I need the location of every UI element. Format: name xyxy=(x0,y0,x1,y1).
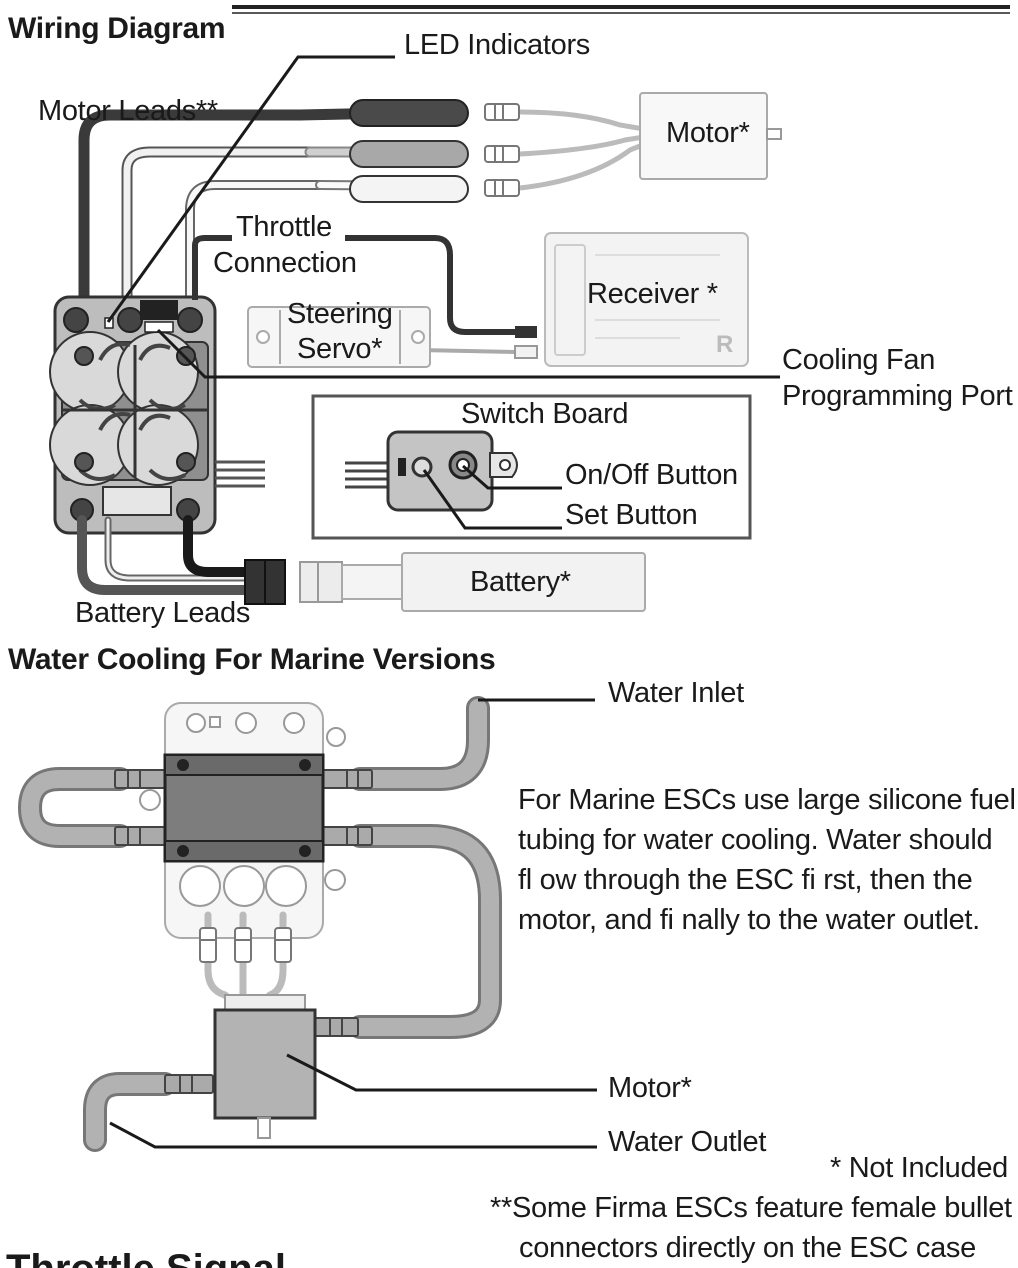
wiring-leader-lines xyxy=(106,55,780,530)
tube-fittings xyxy=(114,769,373,1094)
label-battery: Battery* xyxy=(470,566,571,598)
motor-lead-sleeve-grey xyxy=(349,140,469,168)
wiring-diagram-title: Wiring Diagram xyxy=(8,12,226,45)
cooling-plate xyxy=(163,753,325,863)
marine-bullets xyxy=(199,927,292,963)
description-line: tubing for water cooling. Water should xyxy=(518,824,993,856)
label-set-button: Set Button xyxy=(565,499,698,531)
steering-plug xyxy=(514,345,538,359)
motor-wires xyxy=(519,109,651,191)
label-led-indicators: LED Indicators xyxy=(404,29,590,61)
note-not-included: * Not Included xyxy=(830,1152,1008,1184)
label-cooling-fan: Cooling Fan xyxy=(782,344,936,376)
steering-wire xyxy=(419,348,516,354)
set-button-icon[interactable] xyxy=(411,456,433,478)
label-water-inlet: Water Inlet xyxy=(608,677,744,709)
description-line: fl ow through the ESC fi rst, then the xyxy=(518,864,973,896)
motor-lead-sleeve-black xyxy=(349,99,469,127)
motor-lead-sleeve-white xyxy=(349,175,469,203)
switch-board xyxy=(345,430,518,512)
receiver-box xyxy=(544,232,749,367)
switch-ribbon xyxy=(215,460,265,488)
water-cooling-description: For Marine ESCs use large silicone fuel … xyxy=(518,780,1016,940)
water-leader-lines xyxy=(109,698,597,1149)
receiver-logo: R xyxy=(716,331,733,358)
throttle-plug xyxy=(515,326,537,338)
label-receiver: Receiver * xyxy=(587,278,718,310)
marine-motor xyxy=(213,994,317,1139)
label-onoff-button: On/Off Button xyxy=(565,459,738,491)
battery-connector xyxy=(244,559,403,605)
label-throttle-connection-line2: Connection xyxy=(213,247,357,279)
water-cooling-title: Water Cooling For Marine Versions xyxy=(8,643,496,676)
label-switch-board: Switch Board xyxy=(461,398,629,430)
battery-leads xyxy=(77,515,255,595)
label-motor-leads: Motor Leads** xyxy=(38,95,218,127)
label-programming-port: Programming Port xyxy=(782,380,1013,412)
note-female-bullet-line2: connectors directly on the ESC case xyxy=(519,1232,976,1264)
battery-box xyxy=(401,552,646,612)
label-steering-servo-line1: Steering xyxy=(287,298,393,330)
note-female-bullet-line1: **Some Firma ESCs feature female bullet xyxy=(490,1192,1012,1224)
throttle-wire xyxy=(192,235,515,335)
description-line: For Marine ESCs use large silicone fuel xyxy=(518,784,1016,816)
label-motor: Motor* xyxy=(666,117,750,149)
label-throttle-connection-line1: Throttle xyxy=(236,211,332,243)
steering-servo xyxy=(247,306,431,368)
description-line: motor, and fi nally to the water outlet. xyxy=(518,904,980,936)
motor-bullet-connectors xyxy=(484,103,520,197)
label-steering-servo-line2: Servo* xyxy=(297,333,383,365)
switch-board-frame xyxy=(311,394,752,540)
water-tubing xyxy=(17,696,502,1152)
throttle-signal-heading: Throttle Signal xyxy=(6,1247,286,1268)
motor-shaft xyxy=(766,128,782,140)
esc-unit xyxy=(49,295,217,535)
label-battery-leads: Battery Leads xyxy=(75,597,251,629)
label-water-outlet: Water Outlet xyxy=(608,1126,767,1158)
label-marine-motor: Motor* xyxy=(608,1072,692,1104)
